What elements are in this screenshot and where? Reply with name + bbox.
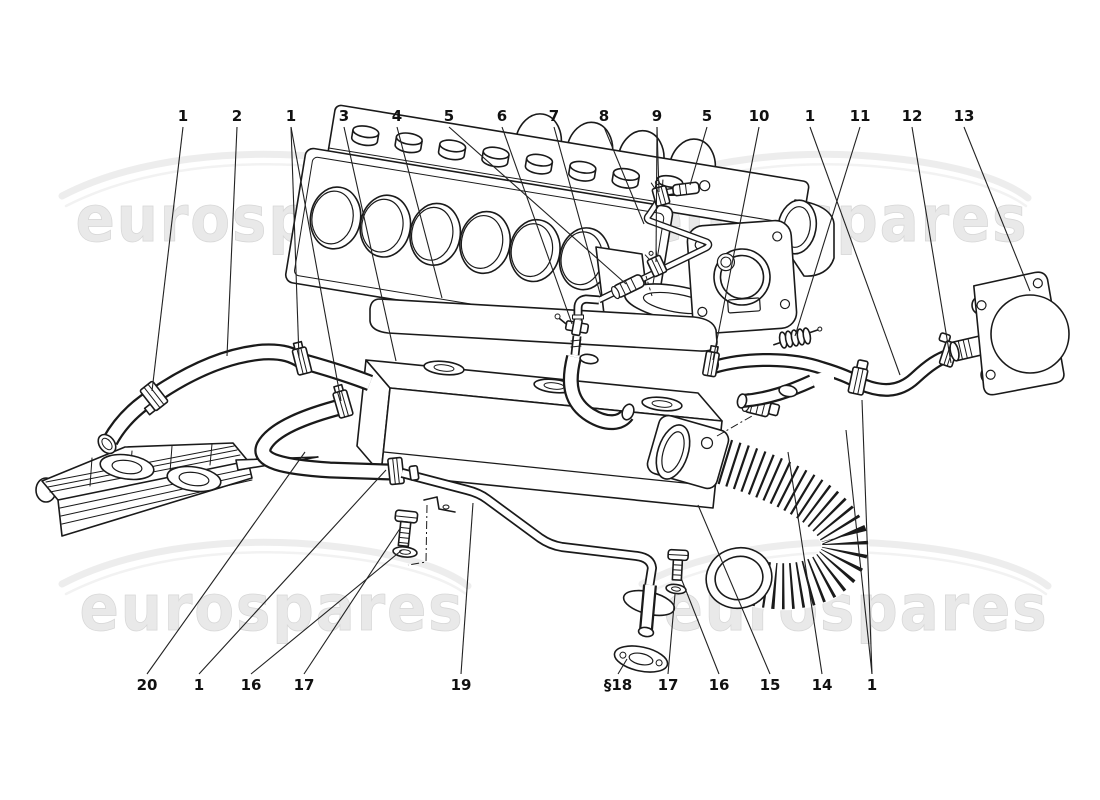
hose-clamp: [291, 340, 313, 376]
hose-clamp: [139, 380, 169, 416]
callout-label: 16: [709, 676, 730, 694]
callout-label: 1: [286, 107, 296, 125]
breather-pipe-assembly: [597, 179, 713, 304]
callout-label: 8: [599, 107, 609, 125]
hose-cuff-opening: [655, 424, 691, 480]
hex-bolt: [667, 548, 690, 582]
washer: [392, 546, 418, 558]
callout-label: 5: [702, 107, 712, 125]
callout-leader-line: [290, 126, 342, 402]
diagram-artwork: [35, 104, 1070, 673]
callout-leader-line: [396, 126, 443, 299]
ribbed-union: [773, 326, 823, 349]
pipe-bracket: [423, 496, 456, 513]
y-breather-hose: [702, 344, 865, 409]
breather-valve-assembly: [554, 294, 635, 431]
callout-label: 9: [652, 107, 662, 125]
callout-leader-line: [146, 451, 306, 675]
car-swoosh-graphic: [58, 538, 472, 590]
callout-label: 19: [451, 676, 472, 694]
callout-leader-line: [963, 126, 1031, 292]
callout-leader-line: [290, 126, 300, 359]
callout-label: 1: [867, 676, 877, 694]
callout-leader-line: [250, 549, 403, 675]
callout-leader-line: [689, 126, 708, 186]
callout-label: 16: [241, 676, 262, 694]
box-boss: [423, 360, 465, 376]
left-lower-hose: [254, 383, 405, 486]
callout-label: 1: [178, 107, 188, 125]
callout-label: 12: [902, 107, 923, 125]
car-swoosh-graphic: [638, 538, 1052, 590]
callout-label: 1: [805, 107, 815, 125]
callout-label: 10: [749, 107, 770, 125]
callout-leader-line: [151, 126, 184, 392]
breather-gasket-plate: [369, 298, 718, 352]
callout-label: 2: [232, 107, 242, 125]
oil-drain-pipe: [400, 464, 676, 638]
pipe-union: [610, 274, 645, 300]
hose-open-end: [97, 433, 117, 455]
callout-label: 6: [497, 107, 507, 125]
callout-leader-line: [667, 593, 676, 675]
callout-leader-line: [603, 126, 645, 225]
callout-leader-line: [911, 126, 952, 364]
callout-label: 1: [194, 676, 204, 694]
hose-clamp: [702, 344, 720, 378]
callout-leader-line: [343, 126, 397, 362]
callout-label: 4: [392, 107, 402, 125]
watermark-text: eurospares: [80, 572, 465, 646]
cam-cover-port: [99, 453, 155, 481]
callout-label: 17: [658, 676, 679, 694]
drain-gasket: [613, 645, 669, 673]
callout-label: 5: [444, 107, 454, 125]
callout-label: 3: [339, 107, 349, 125]
callout-leader-line: [460, 502, 474, 675]
manifold-studs: [350, 125, 684, 196]
cam-cover-port: [166, 465, 222, 493]
callout-label: 20: [137, 676, 158, 694]
callout-leader-line: [448, 126, 627, 285]
callout-leader-line: [861, 399, 873, 675]
callout-leader-line: [845, 429, 873, 675]
callout-leader-line: [303, 526, 402, 675]
callout-label: 15: [760, 676, 781, 694]
right-breather-hose: [847, 332, 960, 397]
pipe-union: [672, 180, 711, 197]
callout-leader-line: [794, 126, 861, 337]
screw-clamp: [847, 359, 869, 396]
callout-label: 7: [549, 107, 559, 125]
callout-leader-line: [697, 504, 771, 675]
car-swoosh-graphic: [64, 551, 468, 596]
callout-label: §18: [604, 676, 632, 694]
hose-clamp: [387, 456, 405, 486]
box-boss: [641, 396, 683, 412]
callout-leader-line: [617, 658, 628, 675]
callout-label: 17: [294, 676, 315, 694]
throttle-body-flange: [686, 219, 798, 335]
manifold-end-plate: [776, 199, 835, 277]
corrugated-breather-hose: [646, 414, 870, 611]
left-upper-hose: [97, 340, 374, 455]
callout-leader-line: [226, 126, 238, 357]
callout-leader-line: [680, 577, 720, 675]
cover-dome: [990, 294, 1070, 374]
cam-cover: [35, 442, 319, 537]
callout-label: 11: [850, 107, 871, 125]
callout-leader-line: [553, 126, 602, 298]
breather-end-cover: [949, 271, 1070, 396]
intake-ports: [309, 186, 611, 291]
callout-leader-line: [787, 451, 823, 675]
intake-manifold: [284, 104, 810, 342]
callout-leader-line: [501, 126, 573, 325]
callout-leader-line: [655, 126, 658, 263]
callout-label: 13: [954, 107, 975, 125]
callout-label: 14: [812, 676, 833, 694]
callout-leader-line: [809, 126, 901, 376]
callout-leader-line: [198, 469, 387, 675]
hex-bolt: [394, 509, 419, 548]
callout-leader-line: [712, 126, 760, 361]
